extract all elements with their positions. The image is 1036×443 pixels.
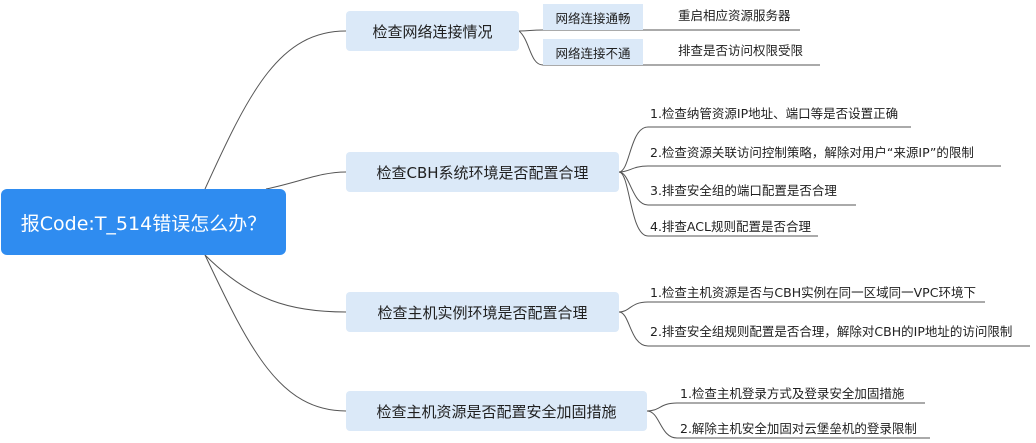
sub-label: 网络连接不通: [555, 45, 631, 61]
branch-label: 检查网络连接情况: [372, 22, 493, 41]
sub-label: 网络连接通畅: [555, 10, 631, 26]
link-root-branch-1: [204, 30, 347, 190]
link-branch-2-leaf-1: [618, 126, 911, 173]
root-node[interactable]: 报Code:T_514错误怎么办？: [1, 189, 286, 255]
leaf-host-1[interactable]: 1.检查主机资源是否与CBH实例在同一区域同一VPC环境下: [650, 285, 976, 300]
branch-host-instance[interactable]: 检查主机实例环境是否配置合理: [346, 292, 619, 332]
link-branch-1-sub-1: [518, 29, 544, 32]
sub-network-ok[interactable]: 网络连接通畅: [543, 4, 643, 30]
leaf-check-access-permission[interactable]: 排查是否访问权限受限: [678, 43, 804, 58]
sub-network-down[interactable]: 网络连接不通: [543, 39, 643, 65]
link-root-branch-4: [204, 254, 347, 412]
branch-network-check[interactable]: 检查网络连接情况: [346, 11, 519, 51]
branch-label: 检查主机资源是否配置安全加固措施: [376, 402, 617, 421]
branch-label: 检查CBH系统环境是否配置合理: [376, 163, 589, 182]
link-branch-1-sub-2: [518, 30, 544, 66]
branch-cbh-environment[interactable]: 检查CBH系统环境是否配置合理: [346, 152, 619, 192]
leaf-host-2[interactable]: 2.排查安全组规则配置是否合理，解除对CBH的IP地址的访问限制: [650, 324, 1013, 339]
leaf-cbh-1[interactable]: 1.检查纳管资源IP地址、端口等是否设置正确: [650, 106, 899, 121]
leaf-cbh-3[interactable]: 3.排查安全组的端口配置是否合理: [650, 183, 837, 198]
leaf-cbh-4[interactable]: 4.排查ACL规则配置是否合理: [650, 219, 811, 234]
branch-host-hardening[interactable]: 检查主机资源是否配置安全加固措施: [346, 391, 647, 431]
link-root-branch-3: [204, 254, 347, 313]
link-branch-3-leaf-1: [618, 301, 985, 313]
leaf-cbh-2[interactable]: 2.检查资源关联访问控制策略，解除对用户“来源IP”的限制: [650, 145, 974, 160]
leaf-restart-server[interactable]: 重启相应资源服务器: [678, 8, 791, 23]
root-node-label: 报Code:T_514错误怎么办？: [20, 212, 267, 235]
link-branch-4-leaf-1: [646, 402, 925, 412]
leaf-hardening-2[interactable]: 2.解除主机安全加固对云堡垒机的登录限制: [680, 421, 917, 436]
branch-label: 检查主机实例环境是否配置合理: [377, 303, 588, 322]
leaf-hardening-1[interactable]: 1.检查主机登录方式及登录安全加固措施: [680, 386, 905, 401]
link-root-branch-2: [265, 171, 347, 190]
